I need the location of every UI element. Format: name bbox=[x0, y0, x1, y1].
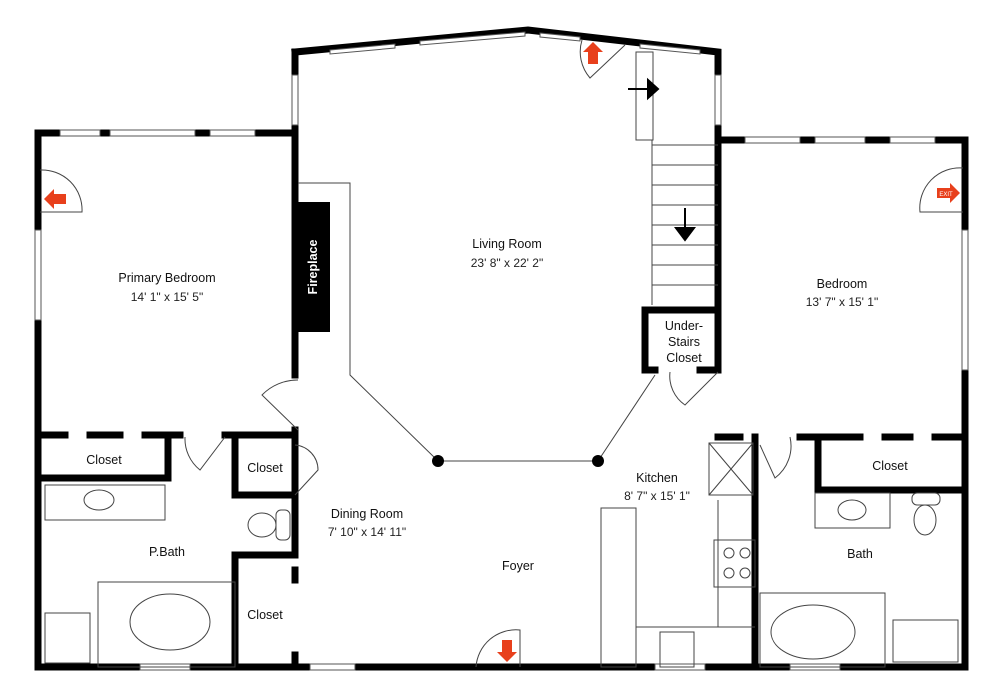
svg-text:EXIT: EXIT bbox=[939, 192, 953, 198]
interior-walls bbox=[34, 129, 969, 671]
exit-icon bbox=[497, 640, 517, 662]
foyer-label: Foyer bbox=[502, 559, 534, 573]
dining-room-dims: 7' 10" x 14' 11" bbox=[328, 525, 406, 539]
bath-label: Bath bbox=[847, 547, 873, 561]
fireplace-label: Fireplace bbox=[306, 240, 320, 295]
understairs-label-1: Under- bbox=[665, 319, 703, 333]
kitchen-label: Kitchen bbox=[636, 471, 678, 485]
windows bbox=[34, 31, 969, 671]
living-room-dims: 23' 8" x 22' 2" bbox=[471, 256, 543, 270]
understairs-label-3: Closet bbox=[666, 351, 702, 365]
closet-bedroom-label: Closet bbox=[872, 459, 908, 473]
primary-bedroom-dims: 14' 1" x 15' 5" bbox=[131, 290, 203, 304]
dining-room-label: Dining Room bbox=[331, 507, 403, 521]
bedroom-label: Bedroom bbox=[817, 277, 868, 291]
exit-signs: EXIT bbox=[44, 42, 960, 662]
living-room-label: Living Room bbox=[472, 237, 541, 251]
exit-icon: EXIT bbox=[937, 183, 960, 203]
closet-lower-label: Closet bbox=[247, 608, 283, 622]
pbath-label: P.Bath bbox=[149, 545, 185, 559]
closet-hall-label: Closet bbox=[247, 461, 283, 475]
primary-bedroom-label: Primary Bedroom bbox=[118, 271, 215, 285]
closet-primary-label: Closet bbox=[86, 453, 122, 467]
kitchen-dims: 8' 7" x 15' 1" bbox=[624, 489, 690, 503]
understairs-label-2: Stairs bbox=[668, 335, 700, 349]
room-labels: Living Room 23' 8" x 22' 2" Primary Bedr… bbox=[86, 237, 908, 622]
fixtures bbox=[39, 39, 964, 668]
bedroom-dims: 13' 7" x 15' 1" bbox=[806, 295, 878, 309]
exit-icon bbox=[583, 42, 603, 64]
exit-icon bbox=[44, 189, 66, 209]
